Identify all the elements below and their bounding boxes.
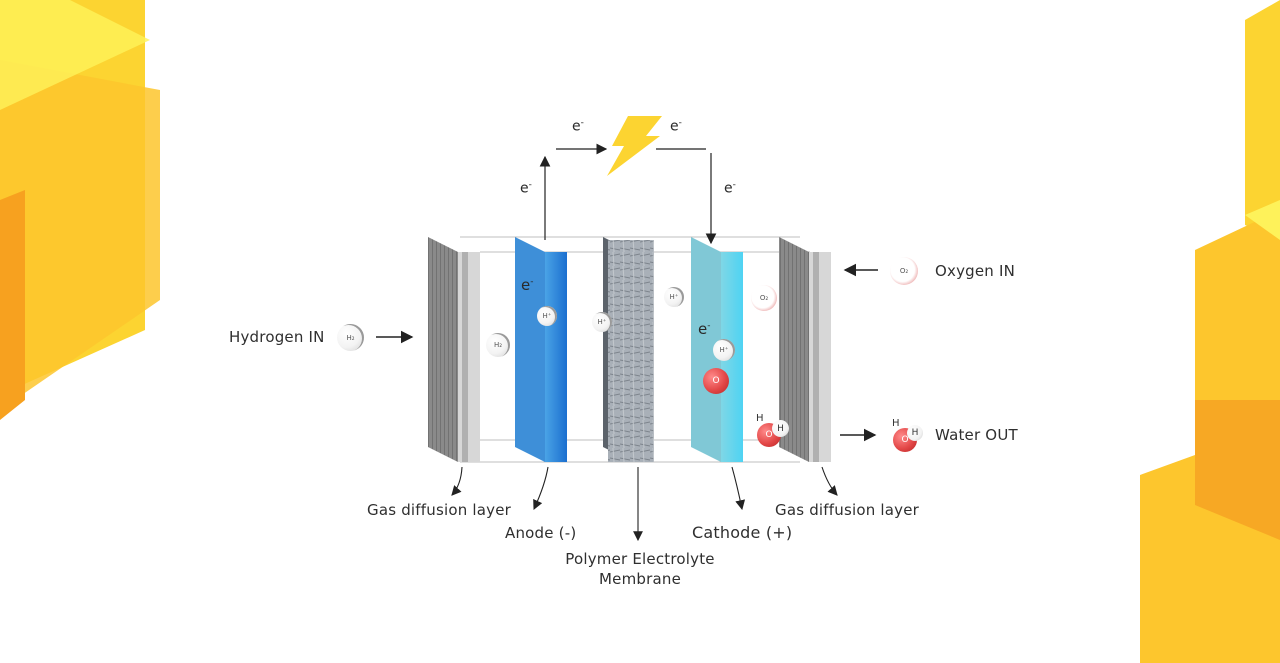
proton: H⁺ <box>592 312 612 332</box>
gas-diffusion-layer-right-label: Gas diffusion layer <box>775 501 920 519</box>
gas-diffusion-layer-right <box>779 237 831 462</box>
hydrogen-molecule: H₂ <box>486 333 510 357</box>
electron-label: e- <box>698 320 711 338</box>
membrane-plate <box>603 237 654 462</box>
hydrogen-atom: H <box>772 420 789 437</box>
electron-label: e- <box>724 180 736 197</box>
hydrogen-molecule: H₂ <box>337 324 364 351</box>
external-circuit <box>539 143 717 245</box>
cathode-label: Cathode (+) <box>692 523 793 542</box>
hydrogen-in-label: Hydrogen IN <box>229 328 325 346</box>
electron-label: e- <box>520 180 532 197</box>
proton: H⁺ <box>713 339 735 361</box>
anode-label: Anode (-) <box>505 524 577 542</box>
proton: H⁺ <box>537 306 557 326</box>
label-pointers <box>451 466 838 542</box>
electron-label: e- <box>670 118 682 135</box>
oxygen-in-label: Oxygen IN <box>935 262 1016 280</box>
hydrogen-atom: H <box>907 425 923 441</box>
hydrogen-atom: H <box>756 413 764 424</box>
membrane-label: Polymer Electrolyte Membrane <box>565 550 715 588</box>
electron-label: e- <box>521 276 534 294</box>
flow-arrows <box>376 263 878 442</box>
lightning-bolt-icon <box>607 116 662 176</box>
water-out-label: Water OUT <box>935 426 1018 444</box>
anode-plate <box>515 237 567 462</box>
oxygen-molecule: O₂ <box>751 285 777 311</box>
electron-label: e- <box>572 118 584 135</box>
oxygen-atom: O <box>703 368 729 394</box>
hydrogen-atom: H <box>892 418 900 429</box>
oxygen-molecule: O₂ <box>890 257 918 285</box>
gas-diffusion-layer-left <box>428 237 480 462</box>
gas-diffusion-layer-left-label: Gas diffusion layer <box>367 501 512 519</box>
decor-left <box>0 0 160 420</box>
proton: H⁺ <box>664 287 684 307</box>
decor-right <box>1140 0 1280 663</box>
